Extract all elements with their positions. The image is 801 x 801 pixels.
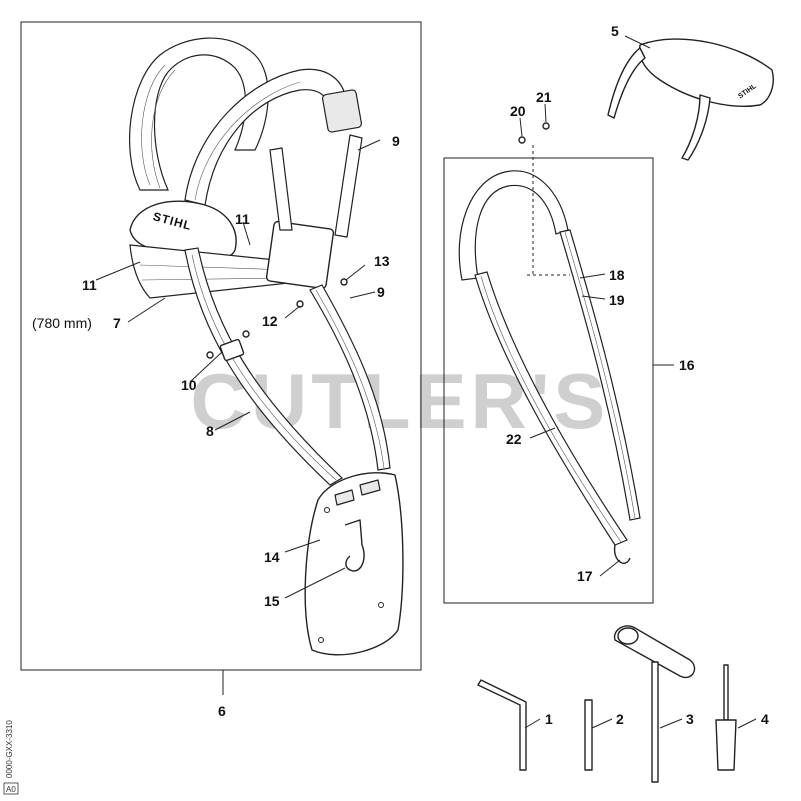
strap-buckle <box>219 338 245 362</box>
label-part-17: 17 <box>577 568 593 584</box>
label-part-15: 15 <box>264 593 280 609</box>
center-buckle-plate <box>265 220 335 290</box>
carabiner-hook <box>344 519 365 572</box>
small-fasteners <box>206 122 550 359</box>
tool-pin <box>584 699 593 771</box>
leader-lines <box>95 35 757 729</box>
label-part-14: 14 <box>264 549 280 565</box>
label-part-9a: 9 <box>392 133 400 149</box>
label-part-3: 3 <box>686 711 694 727</box>
label-part-12: 12 <box>262 313 278 329</box>
document-code: 0000-GXX-3310 <box>5 720 14 778</box>
tool-allen-key <box>477 679 527 771</box>
harness-back-pad: STIHL <box>129 200 237 261</box>
label-part-19: 19 <box>609 292 625 308</box>
label-part-22: 22 <box>506 431 522 447</box>
safety-glasses: STIHL <box>607 38 774 161</box>
label-part-9b: 9 <box>377 284 385 300</box>
label-part-16: 16 <box>679 357 695 373</box>
single-shoulder-strap <box>458 170 641 564</box>
shoulder-strap-group-frame <box>443 157 654 604</box>
label-part-11a: 11 <box>82 277 97 293</box>
harness-group-frame <box>20 21 422 671</box>
label-part-7-note: (780 mm) <box>32 315 92 331</box>
label-part-21: 21 <box>536 89 552 105</box>
document-code-box <box>3 782 19 795</box>
label-part-6: 6 <box>218 703 226 719</box>
tool-combination-wrench <box>613 625 696 783</box>
tool-screwdriver <box>715 664 737 771</box>
label-part-4: 4 <box>761 711 769 727</box>
harness-shoulder-straps <box>129 37 363 206</box>
label-part-18: 18 <box>609 267 625 283</box>
label-part-13: 13 <box>374 253 390 269</box>
document-code-2: A0 <box>6 785 16 794</box>
label-part-2: 2 <box>616 711 624 727</box>
leg-straps <box>184 134 391 486</box>
label-part-5: 5 <box>611 23 619 39</box>
hip-belt <box>129 244 299 299</box>
label-part-11b: 11 <box>235 211 250 227</box>
label-part-20: 20 <box>510 103 526 119</box>
label-part-10: 10 <box>181 377 197 393</box>
label-part-7: 7 <box>113 315 121 331</box>
label-part-1: 1 <box>545 711 553 727</box>
label-part-8: 8 <box>206 423 214 439</box>
